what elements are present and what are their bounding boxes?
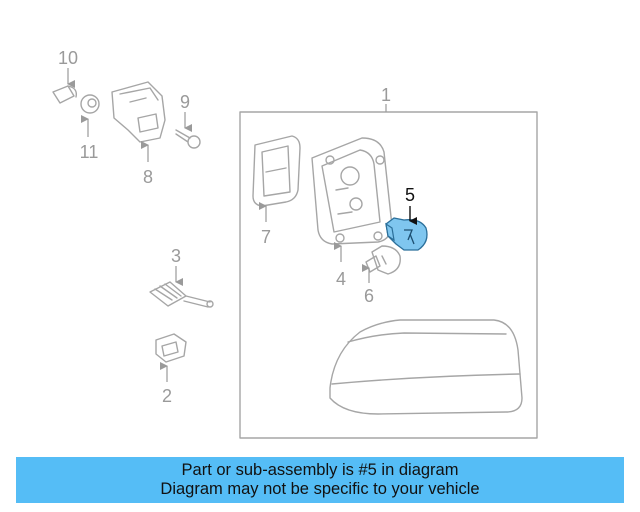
callout-4[interactable]: 4 <box>336 269 346 289</box>
part-9-screw[interactable] <box>175 129 201 149</box>
callout-7[interactable]: 7 <box>261 227 271 247</box>
assembly-frame <box>239 111 538 439</box>
callout-6[interactable]: 6 <box>364 286 374 306</box>
part-4-holder[interactable] <box>311 137 393 245</box>
part-7-gasket[interactable] <box>252 135 301 207</box>
part-5-bulb[interactable] <box>385 217 428 251</box>
info-banner: Part or sub-assembly is #5 in diagram Di… <box>16 457 624 503</box>
callout-10[interactable]: 10 <box>58 48 78 68</box>
callout-1[interactable]: 1 <box>381 85 391 105</box>
callout-11[interactable]: 11 <box>80 142 99 162</box>
parts-diagram: 1 10 11 8 9 3 2 <box>52 48 538 439</box>
tail-lamp-lens <box>329 319 523 415</box>
banner-line-2: Diagram may not be specific to your vehi… <box>160 480 480 498</box>
callout-8[interactable]: 8 <box>143 167 153 187</box>
banner-line-1: Part or sub-assembly is #5 in diagram <box>181 461 459 479</box>
callout-2[interactable]: 2 <box>162 386 172 406</box>
part-2-connector[interactable] <box>155 333 187 363</box>
callout-9[interactable]: 9 <box>180 92 190 112</box>
part-3-socket[interactable] <box>149 281 214 308</box>
callout-3[interactable]: 3 <box>171 246 181 266</box>
callout-5[interactable]: 5 <box>405 185 415 205</box>
part-8-bracket[interactable] <box>111 81 166 143</box>
part-10-clip[interactable] <box>52 85 78 104</box>
part-6-small-bulb[interactable] <box>365 245 401 275</box>
part-11-nut[interactable] <box>80 94 100 114</box>
